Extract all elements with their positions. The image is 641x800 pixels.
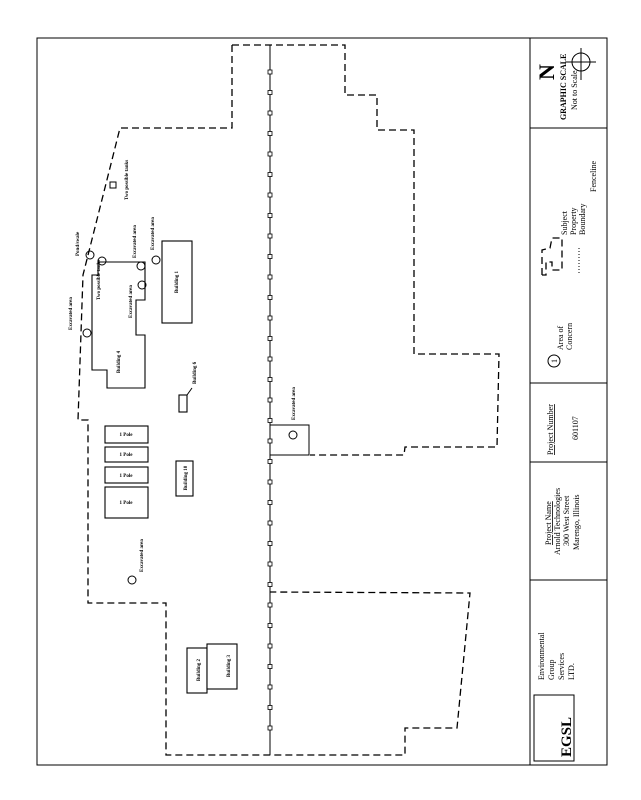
scale-title: GRAPHIC SCALE — [559, 54, 568, 120]
building-3-label: Building 3 — [227, 654, 232, 677]
project-name-label: Project Name — [544, 501, 553, 545]
fence-post-icon — [267, 459, 273, 464]
fence-post-icon — [267, 69, 273, 75]
legend-area-text: Area of — [556, 325, 565, 350]
project-name: Arnold Technologies — [553, 488, 562, 555]
company-name: Services — [557, 653, 566, 680]
tank-label: 1 Pole — [120, 433, 134, 438]
fence-post-icon — [267, 377, 273, 382]
building-4-label: Building 4 — [117, 350, 122, 373]
areas-of-concern: Excavated area Pond/swale Two possible t… — [69, 160, 298, 585]
concern-label: Excavated area — [133, 225, 138, 258]
page-frame — [36, 37, 608, 766]
north-arrow-icon — [566, 48, 596, 80]
fence-post-icon — [267, 274, 273, 280]
fence-post-icon — [267, 438, 273, 444]
concern-label: Two possible tanks — [125, 160, 130, 200]
scale-value: Not to Scale — [570, 70, 579, 110]
egsl-logo-text: EGSL — [559, 717, 575, 757]
fence-post-icon — [267, 213, 273, 218]
fence-post-icon — [267, 500, 273, 505]
fence-post-icon — [267, 192, 273, 198]
concern-label: Excavated area — [151, 217, 156, 250]
fence-post-icon — [267, 295, 273, 300]
fence-post-icon — [267, 643, 273, 649]
fence-post-icon — [267, 561, 273, 567]
fence-post-icon — [267, 254, 273, 259]
tanks: 1 Pole 1 Pole 1 Pole 1 Pole — [104, 425, 149, 519]
fence-post-icon — [267, 541, 273, 546]
title-block: N GRAPHIC SCALE Not to Scale 1 Area of C… — [530, 48, 607, 762]
legend-boundary-icon — [541, 237, 563, 276]
fence-post-icon — [267, 131, 273, 136]
fence-post-icon — [267, 418, 273, 423]
fence-line — [267, 45, 310, 755]
company-name: Environmental — [537, 632, 546, 680]
tank-label: 1 Pole — [120, 474, 134, 479]
concern-label: Two possible tanks — [97, 260, 102, 300]
north-letter: N — [534, 64, 559, 80]
fence-post-icon — [267, 705, 273, 710]
legend-area-symbol: 1 — [550, 359, 559, 363]
building-1-label: Building 1 — [175, 270, 180, 293]
legend-fence-text: Fenceline — [589, 160, 598, 192]
building-6 — [178, 394, 188, 413]
fence-post-icon — [267, 602, 273, 608]
fence-post-icon — [267, 397, 273, 403]
concern-label: Excavated area — [69, 297, 74, 330]
fence-post-icon — [267, 336, 273, 341]
fence-post-icon — [267, 520, 273, 526]
legend-area-icon — [547, 354, 561, 368]
fence-post-icon — [267, 233, 273, 239]
legend-boundary-text: Property — [569, 207, 578, 235]
building-10-label: Building 10 — [184, 465, 189, 490]
fence-post-icon — [267, 356, 273, 362]
fence-post-icon — [267, 151, 273, 157]
fence-post-icon — [267, 725, 273, 731]
building-6-label: Building 6 — [193, 361, 198, 384]
fence-post-icon — [267, 582, 273, 587]
legend-boundary-text: Boundary — [578, 203, 587, 235]
tank-label: 1 Pole — [120, 453, 134, 458]
building-4 — [91, 261, 146, 389]
fence-post-icon — [267, 90, 273, 95]
building-1 — [161, 240, 193, 324]
project-number: 601107 — [571, 416, 580, 440]
building-3 — [206, 643, 238, 690]
tank-label: 1 Pole — [120, 501, 134, 506]
legend-area-text: Concern — [565, 323, 574, 350]
fence-post-icon — [267, 479, 273, 485]
project-address-1: 300 West Street — [562, 495, 571, 546]
company-name: LTD. — [567, 663, 576, 680]
building-2-label: Building 2 — [197, 658, 202, 681]
fence-post-icon — [267, 664, 273, 669]
project-number-label: Project Number — [546, 404, 555, 455]
concern-label: Pond/swale — [76, 231, 81, 256]
building-10 — [175, 460, 194, 497]
project-address-2: Marengo, Illinois — [572, 494, 581, 550]
fence-post-icon — [267, 315, 273, 321]
legend-boundary-text: Subject — [560, 210, 569, 235]
company-name: Group — [547, 660, 556, 680]
concern-label: Excavated area — [292, 387, 297, 420]
egsl-logo — [533, 694, 575, 762]
concern-label: Excavated area — [140, 539, 145, 572]
fence-post-icon — [267, 684, 273, 690]
fence-post-icon — [267, 623, 273, 628]
fence-post-icon — [267, 110, 273, 116]
concern-label: Excavated area — [129, 285, 134, 318]
property-boundary — [77, 44, 500, 756]
fence-post-icon — [267, 172, 273, 177]
